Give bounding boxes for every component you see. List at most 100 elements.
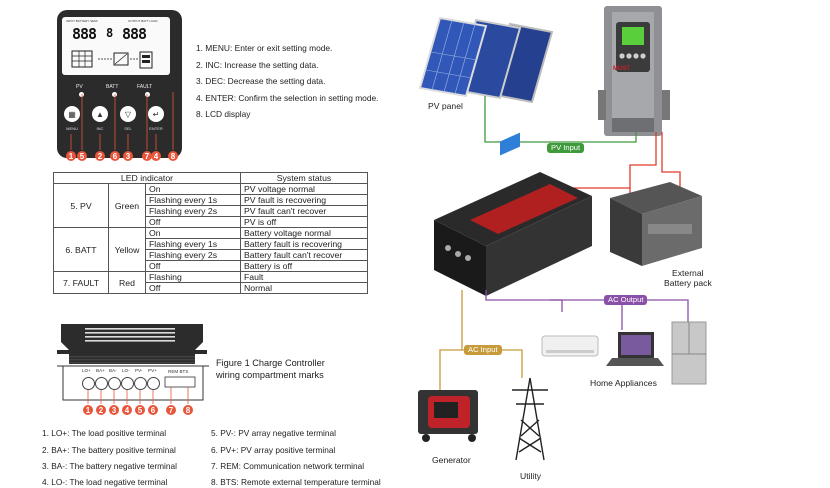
inc-button[interactable]: ▲ bbox=[92, 106, 108, 122]
utility-label: Utility bbox=[520, 471, 542, 481]
enter-arrow-icon: ↵ bbox=[152, 109, 160, 119]
down-triangle-icon: ▽ bbox=[124, 109, 132, 119]
batt-led bbox=[112, 92, 117, 97]
term-desc-8: 8. BTS: Remote external temperature term… bbox=[211, 477, 381, 487]
sel-button-label: SEL bbox=[124, 126, 132, 131]
controller-brand: MUST bbox=[613, 66, 630, 72]
term-label-pv-plus: PV+ bbox=[148, 368, 157, 373]
wiring-compartment bbox=[57, 324, 209, 404]
term-label-ba-minus: BA- bbox=[109, 368, 117, 373]
terminal-pv-minus bbox=[134, 377, 147, 390]
pv-input-wire bbox=[484, 96, 637, 143]
term-desc-6: 6. PV+: PV array positive terminal bbox=[211, 445, 336, 455]
system-diagram bbox=[418, 6, 707, 461]
term-desc-1: 1. LO+: The load positive terminal bbox=[42, 428, 167, 438]
ac-output-wire bbox=[485, 290, 563, 312]
pv-icon bbox=[71, 50, 93, 68]
legend-enter: 4. ENTER: Confirm the selection in setti… bbox=[196, 93, 379, 103]
term-label-lo-plus: LO+ bbox=[82, 368, 91, 373]
refrigerator bbox=[671, 321, 707, 385]
legend-menu: 1. MENU: Enter or exit setting mode. bbox=[196, 43, 333, 53]
utility-tower bbox=[512, 377, 548, 461]
term-label-ba-plus: BA+ bbox=[96, 368, 105, 373]
enter-button-label: ENTER bbox=[149, 126, 163, 131]
pv-row-3-state: Flashing every 2s bbox=[145, 205, 241, 217]
legend-inc: 2. INC: Increase the setting data. bbox=[196, 60, 319, 70]
fault-led bbox=[145, 92, 150, 97]
lcd-digits-right: 888 bbox=[122, 25, 147, 43]
term-desc-4: 4. LO-: The load negative terminal bbox=[42, 477, 168, 487]
strip-dot-7: 7 bbox=[166, 405, 176, 415]
terminal-ba-plus bbox=[95, 377, 108, 390]
battery-label-line-1: External bbox=[672, 268, 704, 278]
dot-8: 8 bbox=[168, 151, 178, 161]
term-label-rem-bts: REM BTS bbox=[168, 369, 189, 374]
legend-lcd: 8. LCD display bbox=[196, 109, 251, 119]
batt-row-1-status: Battery voltage normal bbox=[240, 227, 368, 239]
pv-input-badge: PV Input bbox=[547, 143, 585, 153]
dot-5: 5 bbox=[77, 151, 87, 161]
dot-3: 3 bbox=[123, 151, 133, 161]
grid-icon: ▦ bbox=[68, 109, 76, 119]
fault-row-2-state: Off bbox=[145, 282, 241, 294]
inverter bbox=[434, 132, 592, 296]
fault-row-2-status: Normal bbox=[240, 282, 368, 294]
ac-input-wire bbox=[439, 290, 463, 390]
battery-icon bbox=[139, 51, 153, 69]
dot-4: 4 bbox=[151, 151, 161, 161]
air-conditioner bbox=[541, 335, 599, 357]
sel-button[interactable]: ▽ bbox=[120, 106, 136, 122]
strip-dot-1: 1 bbox=[83, 405, 93, 415]
terminal-pv-plus bbox=[147, 377, 160, 390]
batt-row-2-state: Flashing every 1s bbox=[145, 238, 241, 250]
inc-button-label: INC bbox=[96, 126, 104, 131]
figure-caption-line-1: Figure 1 Charge Controller bbox=[216, 358, 325, 368]
group-pv-color: Green bbox=[108, 183, 146, 228]
generator bbox=[418, 390, 478, 442]
lcd-top-left-label: INPUT BATTERY SEMI bbox=[66, 19, 98, 23]
home-appliances-label: Home Appliances bbox=[590, 378, 657, 388]
fault-row-1-status: Fault bbox=[240, 271, 368, 283]
menu-button-label: MENU bbox=[66, 126, 78, 131]
strip-dot-5: 5 bbox=[135, 405, 145, 415]
term-desc-5: 5. PV-: PV array negative terminal bbox=[211, 428, 336, 438]
ac-input-badge: AC Input bbox=[464, 345, 502, 355]
dot-6: 6 bbox=[110, 151, 120, 161]
menu-button[interactable]: ▦ bbox=[64, 106, 80, 122]
dot-2: 2 bbox=[95, 151, 105, 161]
ac-output-badge: AC Output bbox=[604, 295, 648, 305]
group-fault-color: Red bbox=[108, 271, 146, 294]
term-label-lo-minus: LO- bbox=[122, 368, 130, 373]
lcd-digits-left: 888 bbox=[72, 25, 97, 43]
term-desc-3: 3. BA-: The battery negative terminal bbox=[42, 461, 177, 471]
battery-label-line-2: Battery pack bbox=[664, 278, 712, 288]
led-indicator-table: LED indicator System status 5. PV Green … bbox=[53, 172, 368, 294]
dot-7: 7 bbox=[142, 151, 152, 161]
enter-button[interactable]: ↵ bbox=[148, 106, 164, 122]
led-label-batt: BATT bbox=[106, 84, 119, 90]
lcd-digits-mid: 8 bbox=[106, 26, 113, 40]
terminal-lo-plus bbox=[82, 377, 95, 390]
converter-icon bbox=[113, 52, 129, 66]
group-fault-name: 7. FAULT bbox=[53, 271, 109, 294]
heatsink-body bbox=[61, 324, 203, 364]
laptop bbox=[606, 332, 664, 366]
terminal-lo-minus bbox=[121, 377, 134, 390]
pv-row-2-status: PV fault is recovering bbox=[240, 194, 368, 206]
pv-row-3-status: PV fault can't recover bbox=[240, 205, 368, 217]
group-pv-name: 5. PV bbox=[53, 183, 109, 228]
term-label-pv-minus: PV- bbox=[135, 368, 143, 373]
batt-row-3-status: Battery fault can't recover bbox=[240, 249, 368, 261]
panel-leader-lines bbox=[70, 92, 174, 150]
batt-row-2-status: Battery fault is recovering bbox=[240, 238, 368, 250]
fault-row-1-state: Flashing bbox=[145, 271, 241, 283]
legend-dec: 3. DEC: Decrease the setting data. bbox=[196, 76, 326, 86]
group-batt-name: 6. BATT bbox=[53, 227, 109, 272]
header-system-status: System status bbox=[240, 172, 368, 184]
batt-row-3-state: Flashing every 2s bbox=[145, 249, 241, 261]
pv-row-4-state: Off bbox=[145, 216, 241, 228]
terminal-ba-minus bbox=[108, 377, 121, 390]
figure-caption-line-2: wiring compartment marks bbox=[216, 370, 324, 380]
pv-row-4-status: PV is off bbox=[240, 216, 368, 228]
pv-led bbox=[79, 92, 84, 97]
